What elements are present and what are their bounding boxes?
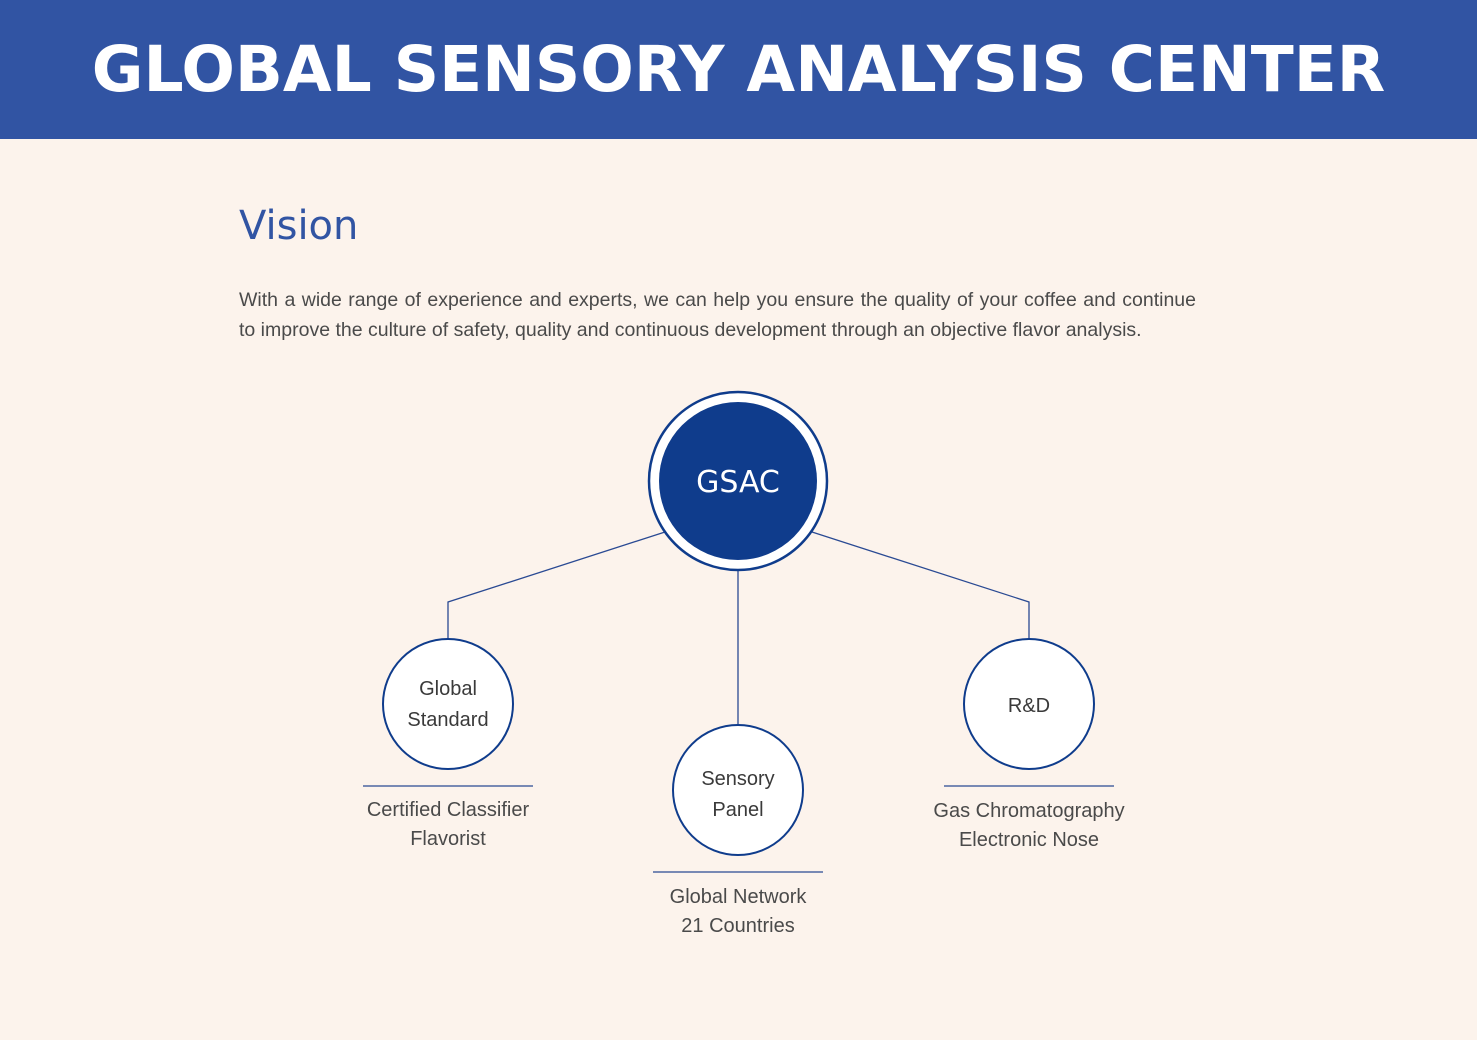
vision-description: With a wide range of experience and expe… — [239, 289, 1196, 341]
center-node-fill — [659, 402, 817, 560]
connector-global-standard — [447, 531, 666, 640]
header-banner: GLOBAL SENSORY ANALYSIS CENTER — [0, 0, 1477, 139]
node-circle — [672, 724, 804, 856]
node-circle — [382, 638, 514, 770]
caption-line: Flavorist — [410, 828, 486, 850]
center-node-label: GSAC — [696, 465, 780, 500]
node-label-line: Sensory — [701, 768, 774, 790]
connector-lines — [447, 531, 1030, 725]
node-circle — [963, 638, 1095, 770]
vision-heading: Vision — [239, 203, 359, 249]
caption-line: Global Network — [670, 886, 808, 908]
page-title: GLOBAL SENSORY ANALYSIS CENTER — [91, 33, 1386, 106]
node-label-line: Global — [419, 678, 477, 700]
caption-line: Gas Chromatography — [933, 800, 1124, 822]
node-rnd: R&D Gas Chromatography Electronic Nose — [933, 638, 1125, 851]
node-label-line: Standard — [407, 709, 488, 731]
caption-line: Electronic Nose — [959, 829, 1099, 851]
node-label-line: Panel — [712, 799, 763, 821]
connector-rnd — [811, 531, 1030, 640]
node-sensory-panel: Sensory Panel Global Network 21 Countrie… — [653, 724, 823, 937]
node-label-line: R&D — [1008, 695, 1050, 717]
node-global-standard: Global Standard Certified Classifier Fla… — [363, 638, 533, 850]
center-node-gsac: GSAC — [647, 390, 829, 572]
caption-line: Certified Classifier — [367, 799, 530, 821]
caption-line: 21 Countries — [681, 915, 794, 937]
